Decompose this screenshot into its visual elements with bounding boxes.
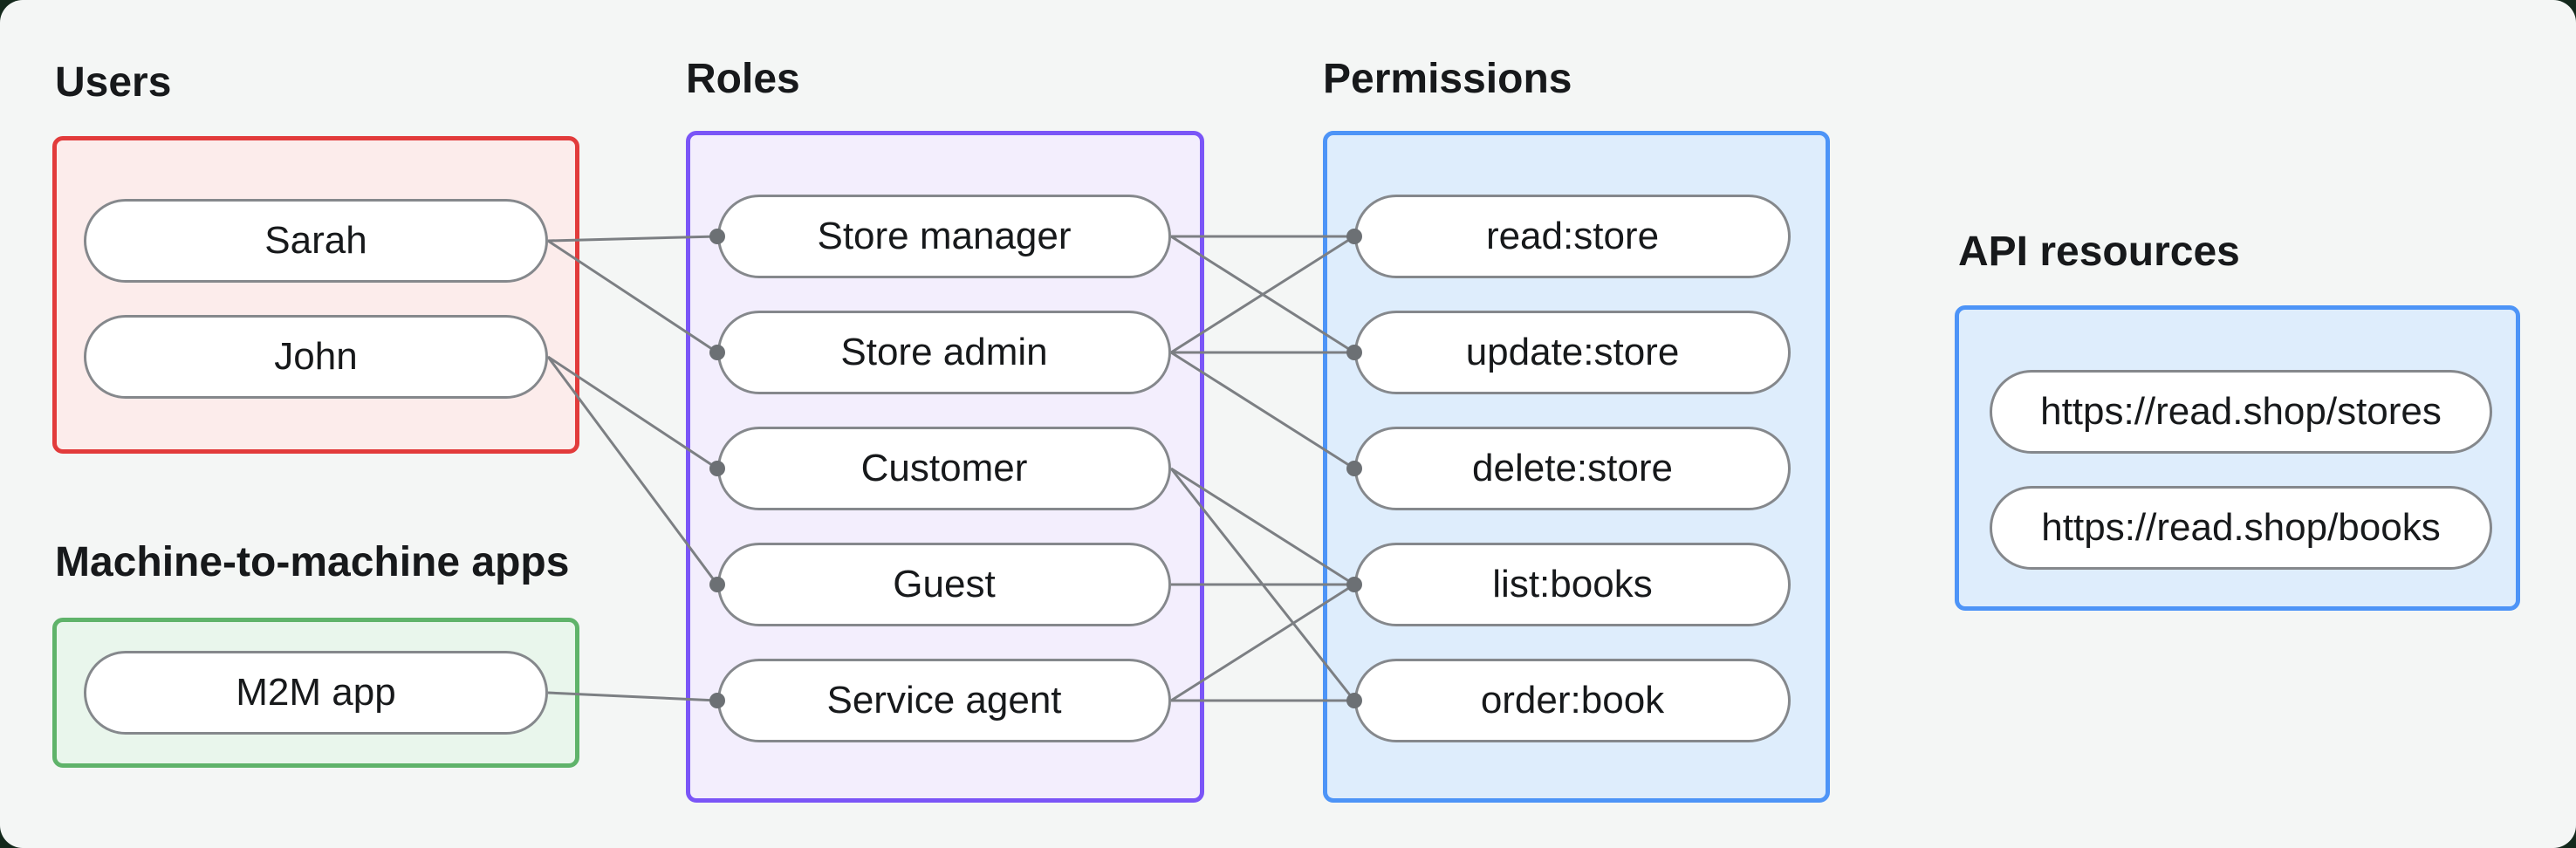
node-customer: Customer bbox=[717, 427, 1171, 510]
edge-store-admin-to-read-store bbox=[1170, 235, 1355, 354]
node-label-update-store: update:store bbox=[1465, 331, 1680, 373]
node-label-sarah: Sarah bbox=[264, 219, 367, 262]
node-m2m-app: M2M app bbox=[84, 651, 548, 735]
node-store-admin: Store admin bbox=[717, 311, 1171, 394]
node-label-stores-api: https://read.shop/stores bbox=[2040, 390, 2442, 433]
users-heading: Users bbox=[55, 59, 172, 106]
node-label-guest: Guest bbox=[893, 563, 996, 605]
edge-service-agent-to-list-books bbox=[1170, 583, 1355, 702]
node-label-store-manager: Store manager bbox=[817, 215, 1072, 257]
node-sarah: Sarah bbox=[84, 199, 548, 283]
node-label-m2m-app: M2M app bbox=[236, 671, 396, 714]
node-label-john: John bbox=[274, 335, 358, 378]
node-update-store: update:store bbox=[1354, 311, 1791, 394]
roles-heading: Roles bbox=[686, 56, 800, 102]
node-guest: Guest bbox=[717, 543, 1171, 626]
edge-store-admin-to-delete-store bbox=[1170, 351, 1355, 470]
node-books-api: https://read.shop/books bbox=[1990, 486, 2492, 570]
edge-sarah-to-store-manager bbox=[547, 235, 718, 243]
node-order-book: order:book bbox=[1354, 659, 1791, 742]
node-label-store-admin: Store admin bbox=[840, 331, 1048, 373]
node-label-read-store: read:store bbox=[1485, 215, 1660, 257]
permissions-heading: Permissions bbox=[1323, 56, 1572, 102]
api-heading: API resources bbox=[1958, 229, 2240, 275]
node-list-books: list:books bbox=[1354, 543, 1791, 626]
node-label-delete-store: delete:store bbox=[1472, 447, 1673, 489]
node-store-manager: Store manager bbox=[717, 195, 1171, 278]
node-john: John bbox=[84, 315, 548, 399]
node-delete-store: delete:store bbox=[1354, 427, 1791, 510]
edge-john-to-customer bbox=[547, 355, 718, 470]
node-label-order-book: order:book bbox=[1480, 679, 1665, 721]
edge-john-to-guest bbox=[546, 356, 719, 585]
node-label-books-api: https://read.shop/books bbox=[2041, 506, 2441, 549]
node-stores-api: https://read.shop/stores bbox=[1990, 370, 2492, 454]
edge-customer-to-list-books bbox=[1170, 467, 1355, 586]
edge-sarah-to-store-admin bbox=[547, 239, 718, 354]
node-label-service-agent: Service agent bbox=[826, 679, 1062, 721]
node-label-list-books: list:books bbox=[1492, 563, 1653, 605]
edge-m2m-app-to-service-agent bbox=[547, 691, 718, 702]
node-read-store: read:store bbox=[1354, 195, 1791, 278]
node-service-agent: Service agent bbox=[717, 659, 1171, 742]
users-group-box bbox=[52, 136, 579, 454]
node-label-customer: Customer bbox=[860, 447, 1028, 489]
m2m-heading: Machine-to-machine apps bbox=[55, 539, 570, 585]
